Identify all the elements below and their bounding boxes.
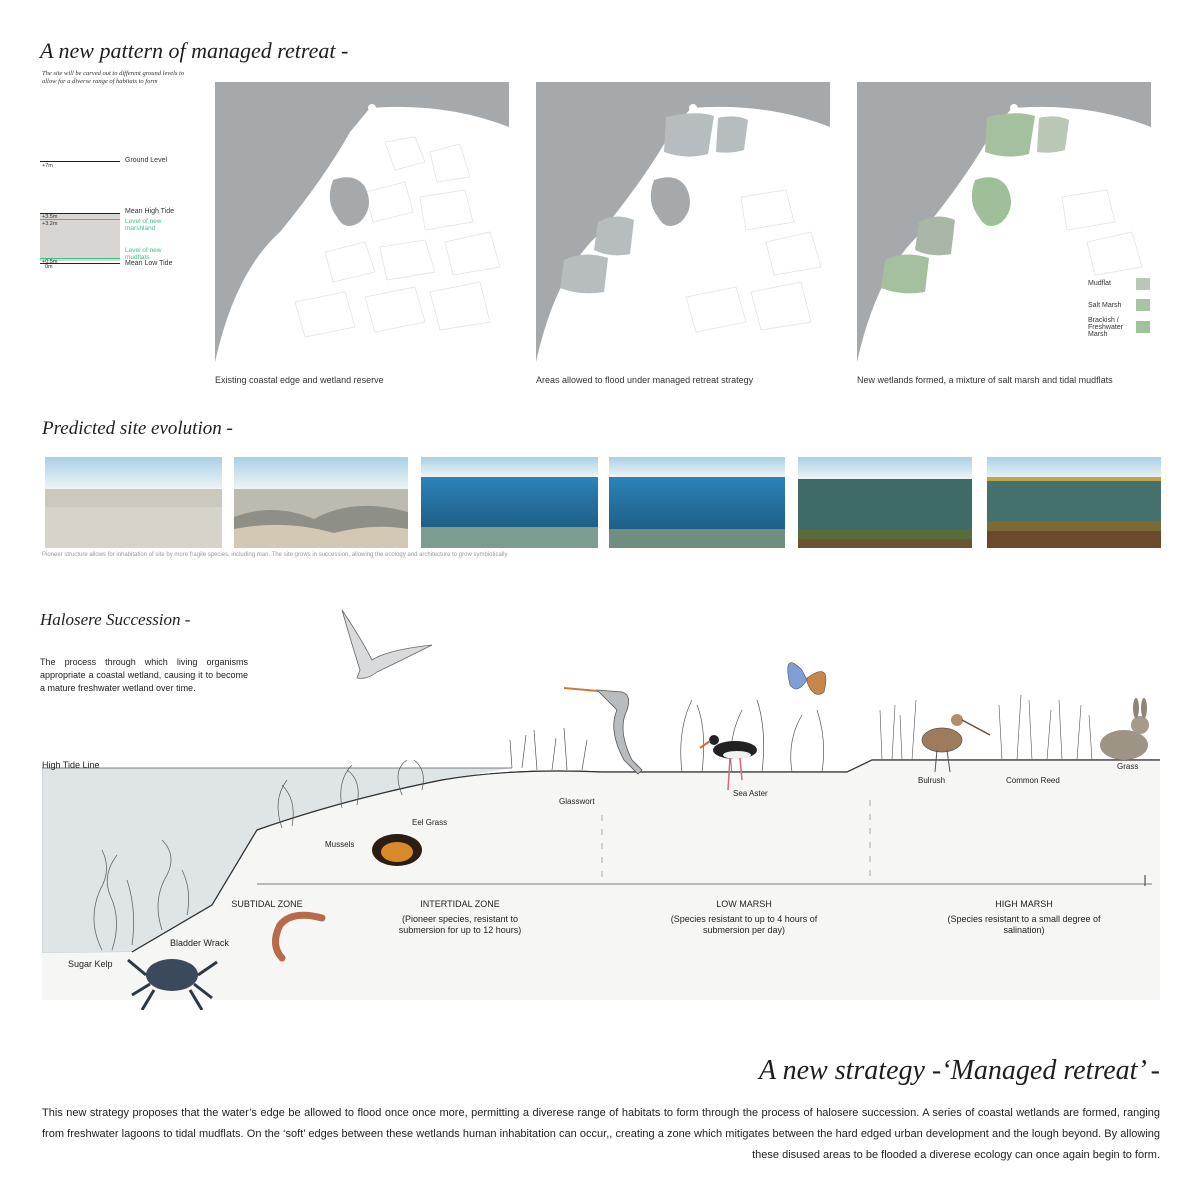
halosere-cross-section	[42, 609, 1160, 1010]
map-caption-existing: Existing coastal edge and wetland reserv…	[215, 375, 384, 385]
worm-illustration	[272, 911, 326, 962]
tide-band	[40, 213, 120, 261]
levels-diagram: +7m Ground Level +3.5m Mean High Tide +3…	[40, 150, 200, 275]
high-tide-line	[40, 213, 120, 214]
legend-swatch-brackish	[1136, 321, 1150, 333]
high-tide-line-label: High Tide Line	[42, 760, 100, 770]
low-tide-value: 0m	[45, 264, 53, 270]
evolution-image-6	[987, 457, 1161, 548]
label-mussels: Mussels	[325, 840, 355, 849]
evolution-frame-3	[421, 457, 598, 548]
low-tide-line	[40, 263, 120, 264]
zone-subtidal: SUBTIDAL ZONE	[231, 899, 303, 909]
legend-swatch-salt-marsh	[1136, 299, 1150, 311]
section-title-managed-retreat: A new pattern of managed retreat -	[40, 38, 349, 63]
ground-level-label: Ground Level	[125, 157, 168, 164]
low-tide-label: Mean Low Tide	[125, 260, 173, 267]
oystercatcher-illustration	[699, 735, 757, 791]
evolution-image-5	[798, 457, 972, 548]
map-wetlands-svg	[857, 82, 1151, 366]
marsh-level-line	[40, 219, 120, 220]
section-title-site-evolution: Predicted site evolution -	[42, 418, 233, 439]
zone-low-marsh: LOW MARSH (Species resistant to up to 4 …	[664, 899, 824, 936]
gull-illustration	[341, 609, 433, 679]
evolution-frame-2	[234, 457, 408, 548]
map-legend: Mudflat Salt Marsh Brackish / Freshwater…	[1088, 276, 1153, 340]
high-tide-label: Mean High Tide	[125, 208, 175, 215]
label-common-reed: Common Reed	[1006, 776, 1060, 785]
legend-label-salt-marsh: Salt Marsh	[1088, 302, 1122, 309]
halosere-description: The process through which living organis…	[40, 657, 248, 693]
map-panel-existing	[215, 82, 509, 366]
label-sugar-kelp: Sugar Kelp	[68, 959, 113, 969]
crab-illustration	[127, 958, 218, 1010]
map-panel-wetlands	[857, 82, 1151, 366]
zone-intertidal: INTERTIDAL ZONE (Pioneer species, resist…	[380, 899, 540, 936]
evolution-image-3	[421, 457, 598, 548]
map-existing-svg	[215, 82, 509, 366]
zone-high-marsh-title: HIGH MARSH	[995, 899, 1053, 909]
section-title-halosere: Halosere Succession -	[40, 610, 191, 629]
label-bladder-wrack: Bladder Wrack	[170, 938, 229, 948]
evolution-frame-4	[609, 457, 785, 548]
evolution-image-1	[45, 457, 222, 548]
legend-label-mudflat: Mudflat	[1088, 280, 1111, 287]
label-sea-aster: Sea Aster	[733, 789, 768, 798]
evolution-frame-1	[45, 457, 222, 548]
marsh-level-value: +3.2m	[42, 221, 58, 227]
section-title-new-strategy: A new strategy -‘Managed retreat’ -	[759, 1055, 1160, 1086]
legend-label-brackish: Brackish / Freshwater Marsh	[1088, 317, 1124, 338]
ground-level-value: +7m	[42, 163, 53, 169]
ground-level-line	[40, 161, 120, 162]
label-bulrush: Bulrush	[918, 776, 946, 785]
rabbit-illustration	[1100, 698, 1149, 760]
mud-level-label: Level of new mudflats	[125, 247, 162, 261]
mud-level-value: +0.5m	[42, 259, 58, 265]
zone-intertidal-desc: (Pioneer species, resistant to submersio…	[398, 914, 522, 935]
high-tide-value: +3.5m	[42, 214, 58, 220]
zone-high-marsh: HIGH MARSH (Species resistant to a small…	[939, 899, 1109, 936]
evolution-frame-5	[798, 457, 972, 548]
map-panel-flood	[536, 82, 830, 366]
heron-illustration	[563, 687, 643, 775]
map-flood-svg	[536, 82, 830, 366]
butterfly-illustration	[787, 662, 827, 695]
zone-low-marsh-desc: (Species resistant to up to 4 hours of s…	[670, 914, 818, 935]
site-note: The site will be carved out to different…	[42, 70, 185, 85]
zone-high-marsh-desc: (Species resistant to a small degree of …	[947, 914, 1101, 935]
map-caption-wetlands: New wetlands formed, a mixture of salt m…	[857, 375, 1113, 385]
label-eel-grass: Eel Grass	[412, 818, 448, 827]
map-caption-flood: Areas allowed to flood under managed ret…	[536, 375, 754, 385]
evolution-image-4	[609, 457, 785, 548]
legend-swatch-mudflat	[1136, 278, 1150, 290]
evolution-image-2	[234, 457, 408, 548]
label-grass: Grass	[1117, 762, 1139, 771]
marsh-level-label: Level of new marshland	[125, 218, 162, 232]
label-glasswort: Glasswort	[559, 797, 595, 806]
evolution-caption: Pioneer structure allows for inhabitatio…	[42, 552, 508, 558]
evolution-frame-6	[987, 457, 1161, 548]
zone-low-marsh-title: LOW MARSH	[716, 899, 772, 909]
mussel-illustration	[372, 834, 422, 866]
mud-level-line	[40, 258, 120, 259]
godwit-illustration	[921, 714, 991, 773]
strategy-body-text: This new strategy proposes that the wate…	[42, 1107, 1160, 1161]
zone-intertidal-title: INTERTIDAL ZONE	[420, 899, 500, 909]
